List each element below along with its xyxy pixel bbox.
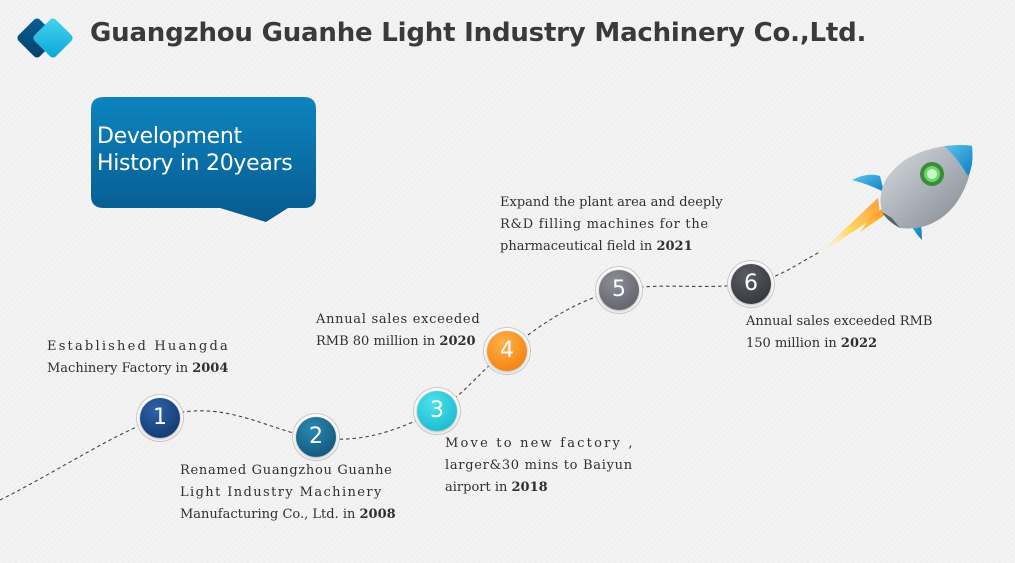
header: Guangzhou Guanhe Light Industry Machiner… xyxy=(0,0,1015,80)
diamond-logo-icon xyxy=(17,18,73,58)
milestone-text-6: Annual sales exceeded RMB 150 million in… xyxy=(746,314,933,351)
milestone-node-3: 3 xyxy=(417,391,457,431)
company-title: Guangzhou Guanhe Light Industry Machiner… xyxy=(90,18,867,48)
milestone-node-5: 5 xyxy=(599,270,639,310)
rocket-icon xyxy=(816,145,973,256)
milestone-text-3: Move to new factory , larger&30 mins to … xyxy=(445,436,635,495)
callout-line-1: Development xyxy=(97,124,242,149)
history-callout: Development History in 20years xyxy=(90,96,320,226)
milestone-node-4: 4 xyxy=(487,331,527,371)
callout-text: Development History in 20years xyxy=(97,123,312,177)
milestone-text-4: Annual sales exceeded RMB 80 million in … xyxy=(316,312,481,349)
milestone-node-2: 2 xyxy=(296,417,336,457)
milestone-node-6: 6 xyxy=(731,264,771,304)
milestone-text-1: Established Huangda Machinery Factory in… xyxy=(47,339,230,376)
milestone-text-2: Renamed Guangzhou Guanhe Light Industry … xyxy=(180,463,396,522)
callout-bubble xyxy=(91,97,316,222)
milestone-node-1: 1 xyxy=(140,398,180,438)
callout-line-2: History in 20years xyxy=(97,151,293,176)
milestone-text-5: Expand the plant area and deeply R&D fil… xyxy=(500,195,723,254)
